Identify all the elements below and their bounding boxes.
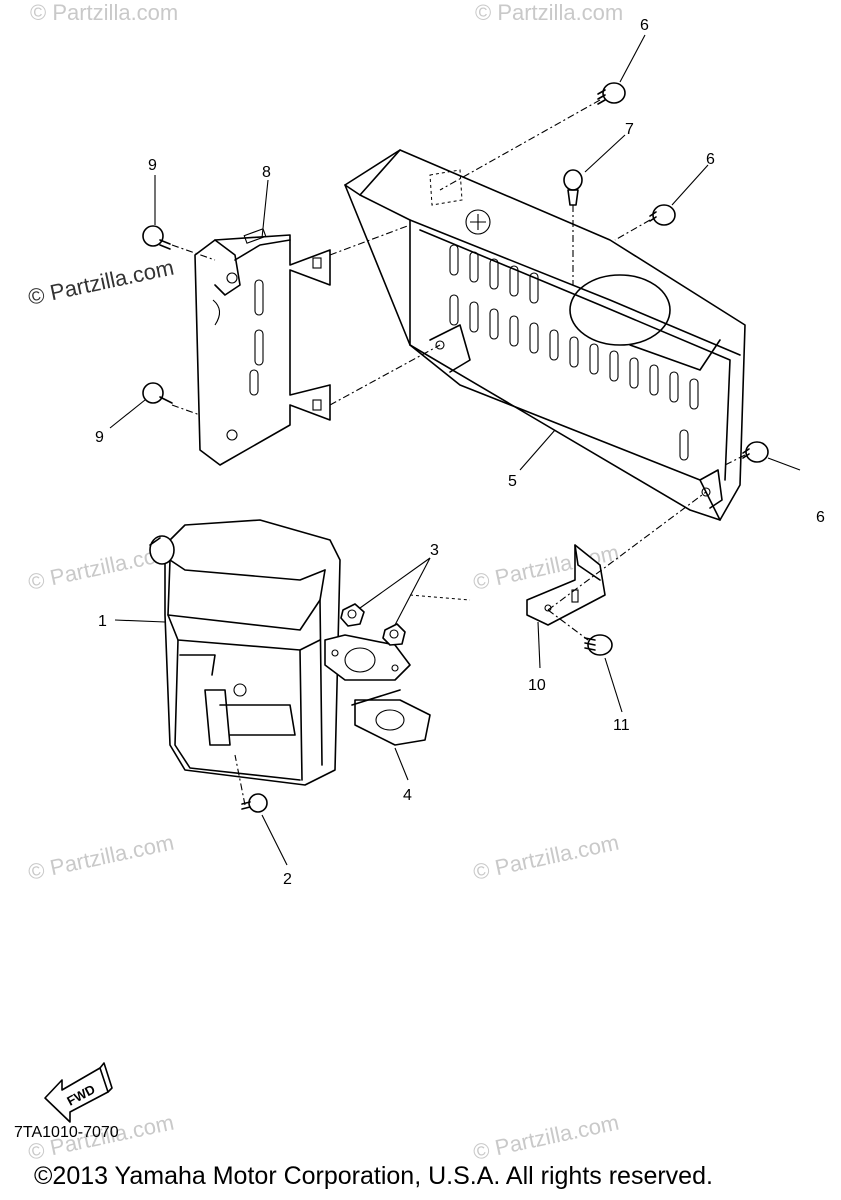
watermark: © Partzilla.com	[471, 830, 621, 885]
callout-6: 6	[816, 509, 825, 526]
diagram-code: 7TA1010-7070	[14, 1124, 119, 1141]
callout-11: 11	[613, 717, 630, 734]
callout-6: 6	[640, 17, 649, 34]
watermark: © Partzilla.com	[26, 830, 176, 885]
part-2-bolt	[241, 793, 268, 813]
callout-3: 3	[430, 542, 439, 559]
watermark: © Partzilla.com	[26, 255, 176, 310]
watermark: © Partzilla.com	[475, 0, 623, 25]
callout-10: 10	[528, 677, 546, 694]
callout-9: 9	[95, 429, 104, 446]
copyright-notice: ©2013 Yamaha Motor Corporation, U.S.A. A…	[34, 1162, 713, 1190]
callout-6: 6	[706, 151, 715, 168]
part-1-muffler	[149, 519, 341, 786]
exhaust-flange	[324, 634, 411, 681]
callout-7: 7	[625, 121, 634, 138]
callout-numbers: 1 2 3 4 5 6 6 6 7 8 9 9 10 11	[95, 17, 825, 888]
part-5-muffler-protector	[344, 149, 746, 521]
watermark: © Partzilla.com	[30, 0, 178, 25]
callout-2: 2	[283, 871, 292, 888]
callout-4: 4	[403, 787, 412, 804]
callout-1: 1	[98, 613, 107, 630]
callout-5: 5	[508, 473, 517, 490]
watermark: © Partzilla.com	[471, 1110, 621, 1165]
part-8-bracket	[194, 228, 331, 466]
part-4-gasket	[351, 689, 431, 746]
part-3-nuts	[340, 603, 406, 646]
part-11-bolt	[584, 634, 613, 656]
part-7-screw	[563, 169, 583, 206]
part-6-bolts	[597, 82, 769, 463]
fwd-arrow-icon: FWD	[44, 1062, 113, 1123]
callout-8: 8	[262, 164, 271, 181]
leader-lines	[109, 34, 801, 866]
callout-9: 9	[148, 157, 157, 174]
assembly-lines	[171, 99, 746, 806]
part-9-bolts	[142, 225, 173, 404]
